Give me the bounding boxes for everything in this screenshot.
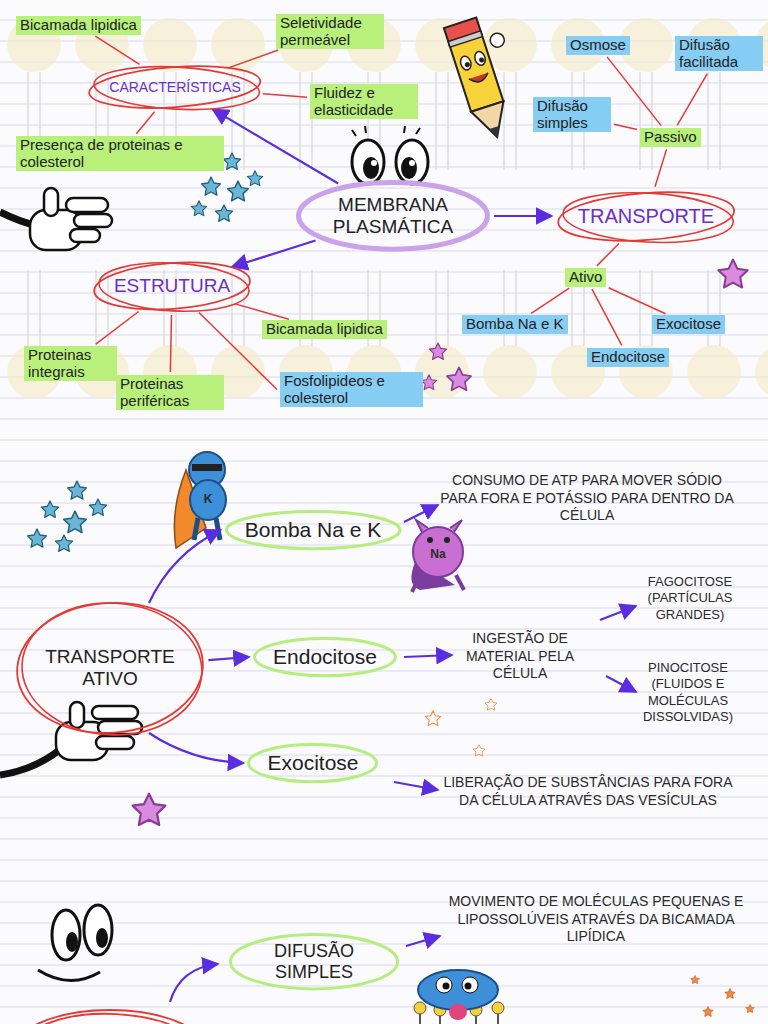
branch-line xyxy=(263,94,307,97)
branch-line xyxy=(229,50,278,68)
arrow-connector xyxy=(149,733,243,763)
node-text: Ativo xyxy=(569,269,602,286)
node-text: Passivo xyxy=(644,129,697,146)
node-text: Bomba Na e K xyxy=(245,518,382,542)
node-text: Fluidez e elasticidade xyxy=(314,85,414,118)
node-text: Exocitose xyxy=(267,751,358,775)
node-text: Proteinas integrais xyxy=(28,347,113,380)
orange-stars xyxy=(425,699,497,757)
branch-line xyxy=(531,288,569,313)
highlight-box: Presença de proteinas e colesterol xyxy=(16,136,224,171)
node-text: Fosfolipideos e colesterol xyxy=(284,373,419,406)
branch-line xyxy=(614,124,637,129)
cartoon-eyes xyxy=(38,905,112,981)
arrow-connector xyxy=(208,657,249,660)
oval-node: MEMBRANA PLASMÁTICA xyxy=(296,180,490,252)
branch-line xyxy=(136,112,154,134)
highlight-box: Bicamada lipidica xyxy=(16,16,141,35)
circled-heading: TRANSPORTE xyxy=(556,191,736,242)
node-text: Exocitose xyxy=(656,316,721,333)
highlight-box: Difusão facilitada xyxy=(675,36,763,71)
node-text: Difusão facilitada xyxy=(679,37,759,70)
highlight-box: Endocitose xyxy=(587,348,669,367)
highlight-box: Proteinas integrais xyxy=(24,346,117,381)
oval-node: Bomba Na e K xyxy=(225,510,402,550)
oval-node: Exocitose xyxy=(247,743,378,783)
red-circle xyxy=(10,1009,212,1024)
teal-stars xyxy=(28,481,107,551)
pink-stars xyxy=(133,260,748,825)
circled-heading: ESTRUTURA xyxy=(92,261,252,311)
circled-heading: CARACTERÍSTICAS xyxy=(87,65,262,109)
highlight-box: Bicamada lipidica xyxy=(262,320,387,339)
note-text: PINOCITOSE (FLUIDOS E MOLÉCULAS DISSOLVI… xyxy=(631,660,746,725)
note-text: LIBERAÇÃO DE SUBSTÂNCIAS PARA FORA DA CÉ… xyxy=(441,774,736,809)
highlight-box: Fosfolipideos e colesterol xyxy=(280,372,423,407)
node-text: CARACTERÍSTICAS xyxy=(109,79,240,95)
mascot-letter: Na xyxy=(423,547,453,562)
note-text: CONSUMO DE ATP PARA MOVER SÓDIO PARA FOR… xyxy=(440,472,735,525)
node-text: ESTRUTURA xyxy=(114,275,230,297)
hero-mascot xyxy=(174,452,226,548)
leader-arrows xyxy=(170,505,636,1002)
branch-line xyxy=(609,288,666,314)
branch-line xyxy=(170,315,171,372)
node-text: DIFUSÃO SIMPLES xyxy=(249,941,379,982)
highlight-box: Bomba Na e K xyxy=(462,315,568,334)
node-text: Difusão simples xyxy=(537,98,607,131)
orange-stars xyxy=(691,975,755,1016)
branch-line xyxy=(95,36,139,64)
branch-line xyxy=(96,312,139,345)
node-text: TRANSPORTE ATIVO xyxy=(45,646,175,690)
arrow-connector xyxy=(232,241,316,267)
branch-line xyxy=(607,57,661,126)
branch-line xyxy=(235,304,289,319)
mascot-letter: K xyxy=(198,492,218,507)
highlight-box: Passivo xyxy=(640,128,701,147)
highlight-box: Osmose xyxy=(566,36,630,55)
glove-hand xyxy=(0,702,142,775)
highlight-box: Proteinas periféricas xyxy=(116,375,224,410)
note-text: INGESTÃO DE MATERIAL PELA CÉLULA xyxy=(455,630,585,683)
oval-node: Endocitose xyxy=(253,637,397,677)
node-text: Endocitose xyxy=(273,645,377,669)
circled-heading: TRANSPORTE ATIVO xyxy=(15,601,205,735)
highlight-box: Fluidez e elasticidade xyxy=(310,84,418,119)
membrane-creature xyxy=(414,970,504,1024)
pencil-mascot xyxy=(444,11,532,142)
node-text: Seletividade permeável xyxy=(280,15,380,48)
oval-node: DIFUSÃO SIMPLES xyxy=(229,933,399,990)
node-text: Bicamada lipidica xyxy=(20,17,137,34)
villain-mascot xyxy=(411,520,464,592)
note-text: FAGOCITOSE (PARTÍCULAS GRANDES) xyxy=(633,574,748,623)
highlight-box: Seletividade permeável xyxy=(276,14,384,49)
node-text: Bicamada lipidica xyxy=(266,321,383,338)
highlight-box: Exocitose xyxy=(652,315,725,334)
highlight-box: Ativo xyxy=(565,268,606,287)
branch-line xyxy=(677,74,707,126)
note-text: MOVIMENTO DE MOLÉCULAS PEQUENAS E LIPOSS… xyxy=(449,893,744,946)
arrow-connector xyxy=(149,530,221,603)
branch-line xyxy=(592,289,622,345)
node-text: Endocitose xyxy=(591,349,665,366)
phospholipid-background xyxy=(0,0,768,420)
node-text: Proteinas periféricas xyxy=(120,376,220,409)
branch-line xyxy=(655,149,667,186)
node-text: TRANSPORTE xyxy=(578,205,714,228)
node-text: Osmose xyxy=(570,37,626,54)
node-text: Presença de proteinas e colesterol xyxy=(20,137,220,170)
highlight-box: Difusão simples xyxy=(533,97,611,132)
arrow-connector xyxy=(213,109,338,183)
branch-line xyxy=(597,243,619,265)
node-text: MEMBRANA PLASMÁTICA xyxy=(318,194,468,238)
arrow-connector xyxy=(494,215,552,217)
node-text: Bomba Na e K xyxy=(466,316,564,333)
cartoon-eyes xyxy=(352,126,428,184)
glove-hand xyxy=(0,188,112,250)
